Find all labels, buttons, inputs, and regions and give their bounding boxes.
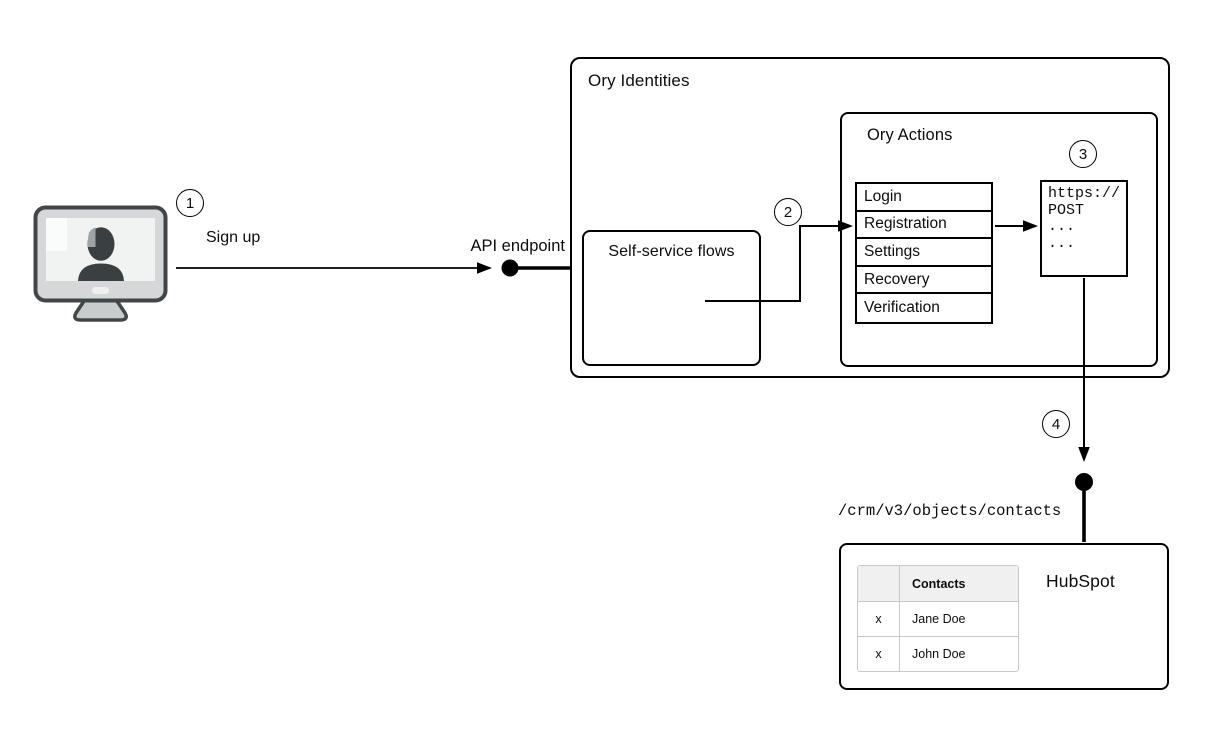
step-4-badge: 4 bbox=[1042, 410, 1070, 438]
flow-row-registration: Registration bbox=[857, 212, 991, 240]
ory-actions-title: Ory Actions bbox=[867, 126, 953, 144]
ory-identities-title: Ory Identities bbox=[588, 71, 690, 90]
contact-name-cell: Jane Doe bbox=[912, 612, 966, 626]
contact-action-cell: x bbox=[858, 637, 900, 671]
crm-endpoint-label: /crm/v3/objects/contacts bbox=[838, 502, 1062, 520]
hubspot-box: HubSpot Contacts x Jane Doe x John Doe bbox=[839, 543, 1169, 690]
flow-row-login: Login bbox=[857, 184, 991, 212]
step-1-badge: 1 bbox=[176, 189, 204, 217]
step-2-badge: 2 bbox=[774, 198, 802, 226]
user-computer-icon bbox=[33, 205, 168, 322]
contacts-table: Contacts x Jane Doe x John Doe bbox=[857, 565, 1019, 672]
step-3-badge: 3 bbox=[1069, 140, 1097, 168]
contacts-row-jane: x Jane Doe bbox=[858, 601, 1018, 636]
contacts-row-john: x John Doe bbox=[858, 636, 1018, 671]
contact-name-cell: John Doe bbox=[912, 647, 966, 661]
webhook-request-code: https:// POST ... ... bbox=[1048, 185, 1121, 252]
contacts-header-action-cell bbox=[858, 566, 900, 601]
sign-up-label: Sign up bbox=[206, 229, 261, 246]
self-service-flows-title: Self-service flows bbox=[608, 243, 735, 260]
self-service-flows-box: Self-service flows bbox=[582, 230, 761, 366]
signup-arrow bbox=[176, 259, 571, 277]
contact-action-cell: x bbox=[858, 602, 900, 636]
hubspot-title: HubSpot bbox=[1046, 571, 1115, 591]
user-silhouette-icon bbox=[78, 227, 124, 281]
api-endpoint-label: API endpoint bbox=[470, 237, 566, 255]
flow-row-verification: Verification bbox=[864, 299, 940, 317]
crm-endpoint-dot bbox=[1075, 473, 1093, 491]
api-endpoint-dot bbox=[501, 259, 519, 277]
flow-row-recovery: Recovery bbox=[857, 267, 991, 295]
webhook-request-box: https:// POST ... ... bbox=[1040, 180, 1128, 277]
flow-row-settings: Settings bbox=[857, 239, 991, 267]
contacts-header-label: Contacts bbox=[912, 576, 966, 591]
contacts-table-header: Contacts bbox=[858, 566, 1018, 601]
self-service-flow-list: Login Registration Settings Recovery Ver… bbox=[855, 182, 993, 324]
